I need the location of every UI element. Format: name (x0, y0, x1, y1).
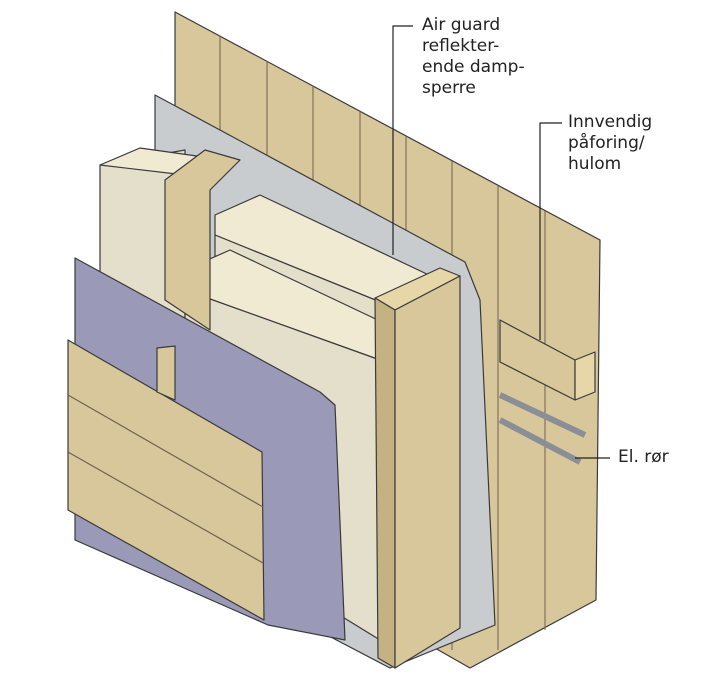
stud-left (164, 149, 241, 331)
conduit-pipe (498, 417, 582, 465)
cladding-batten (156, 345, 176, 401)
stud-front (394, 275, 461, 669)
stud-side (374, 297, 396, 669)
conduit-pipe (498, 392, 587, 438)
exterior-cladding (67, 339, 265, 621)
leader-lines (392, 25, 610, 459)
cladding-joints (67, 394, 264, 564)
inner-batten-end (574, 351, 596, 401)
label-electrical-conduit: El. rør (618, 447, 669, 467)
